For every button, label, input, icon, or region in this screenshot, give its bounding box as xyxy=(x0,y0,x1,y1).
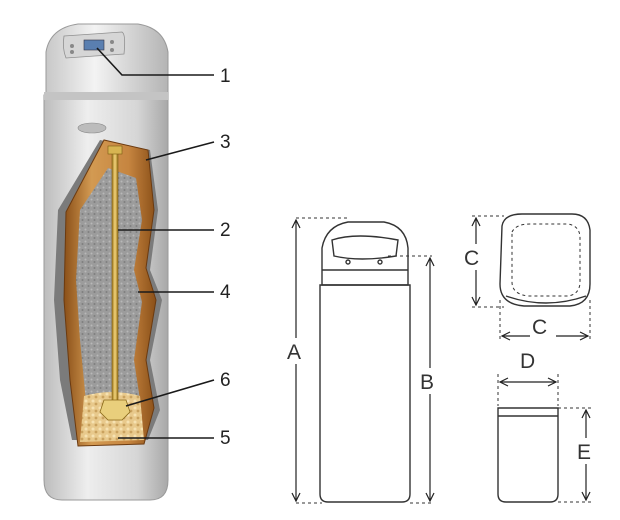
dim-c-bottom-label: C xyxy=(532,316,547,339)
dim-a-label-bg xyxy=(284,338,308,364)
callout-leaders xyxy=(96,47,215,439)
leader-3 xyxy=(145,141,215,161)
callout-1: 1 xyxy=(220,66,231,87)
dim-e-arrow-top xyxy=(581,408,591,419)
dim-b-arrow-bottom xyxy=(425,492,435,503)
dim-a-arrow-top xyxy=(291,218,301,229)
front-knob xyxy=(377,259,383,265)
dim-c-bottom-arrow-right xyxy=(579,331,590,341)
display-screen xyxy=(83,39,105,51)
front-knob xyxy=(345,259,351,265)
brand-logo xyxy=(77,122,107,134)
dim-c-side-arrow-bottom xyxy=(471,296,481,307)
resin-bed xyxy=(76,168,142,402)
control-button xyxy=(110,40,114,44)
distributor-basket xyxy=(99,399,131,421)
lid-rim xyxy=(44,92,168,100)
callout-6: 6 xyxy=(220,370,231,391)
callout-labels: 1 3 2 4 6 5 xyxy=(220,66,231,449)
bin-outline xyxy=(497,407,559,503)
dim-d-arrow-left xyxy=(498,377,509,387)
dim-c-side-label: C xyxy=(464,247,479,270)
dim-d-arrow-right xyxy=(547,377,558,387)
control-button xyxy=(70,44,74,48)
control-button xyxy=(110,48,114,52)
dim-e-label-bg xyxy=(574,438,600,464)
dim-b-label-bg xyxy=(418,368,444,394)
front-body-outline xyxy=(319,284,411,503)
dim-e-arrow-bottom xyxy=(581,491,591,502)
dim-a-arrow-bottom xyxy=(291,492,301,503)
riser-tube xyxy=(111,149,119,413)
callout-2: 2 xyxy=(220,220,231,241)
dim-a-label: A xyxy=(287,341,301,364)
front-head-outline xyxy=(321,221,409,286)
callout-5: 5 xyxy=(220,428,231,449)
dim-e-label: E xyxy=(577,441,591,464)
dim-c-bottom-label-bg xyxy=(530,314,556,340)
dim-c-side-arrow-top xyxy=(471,216,481,227)
dim-c-bottom-arrow-left xyxy=(500,331,511,341)
control-button xyxy=(70,50,74,54)
riser-top xyxy=(107,145,123,155)
leader-1 xyxy=(96,47,214,76)
cutaway-unit xyxy=(43,23,169,501)
plan-outline-outer xyxy=(499,213,591,307)
dim-b-label: B xyxy=(420,371,434,394)
dim-c-side-label-bg xyxy=(462,244,488,270)
front-panel-outline xyxy=(331,235,399,260)
front-outline-view: A B xyxy=(284,217,444,504)
bin-view: D E xyxy=(497,350,600,503)
callout-4: 4 xyxy=(220,282,231,303)
plan-outline-inner xyxy=(511,223,581,297)
plan-view: C C xyxy=(462,213,591,341)
dim-b-arrow-top xyxy=(425,256,435,267)
dim-d-label: D xyxy=(520,350,535,373)
plan-front-edge xyxy=(505,295,587,304)
leader-6 xyxy=(125,379,215,407)
callout-3: 3 xyxy=(220,132,231,153)
